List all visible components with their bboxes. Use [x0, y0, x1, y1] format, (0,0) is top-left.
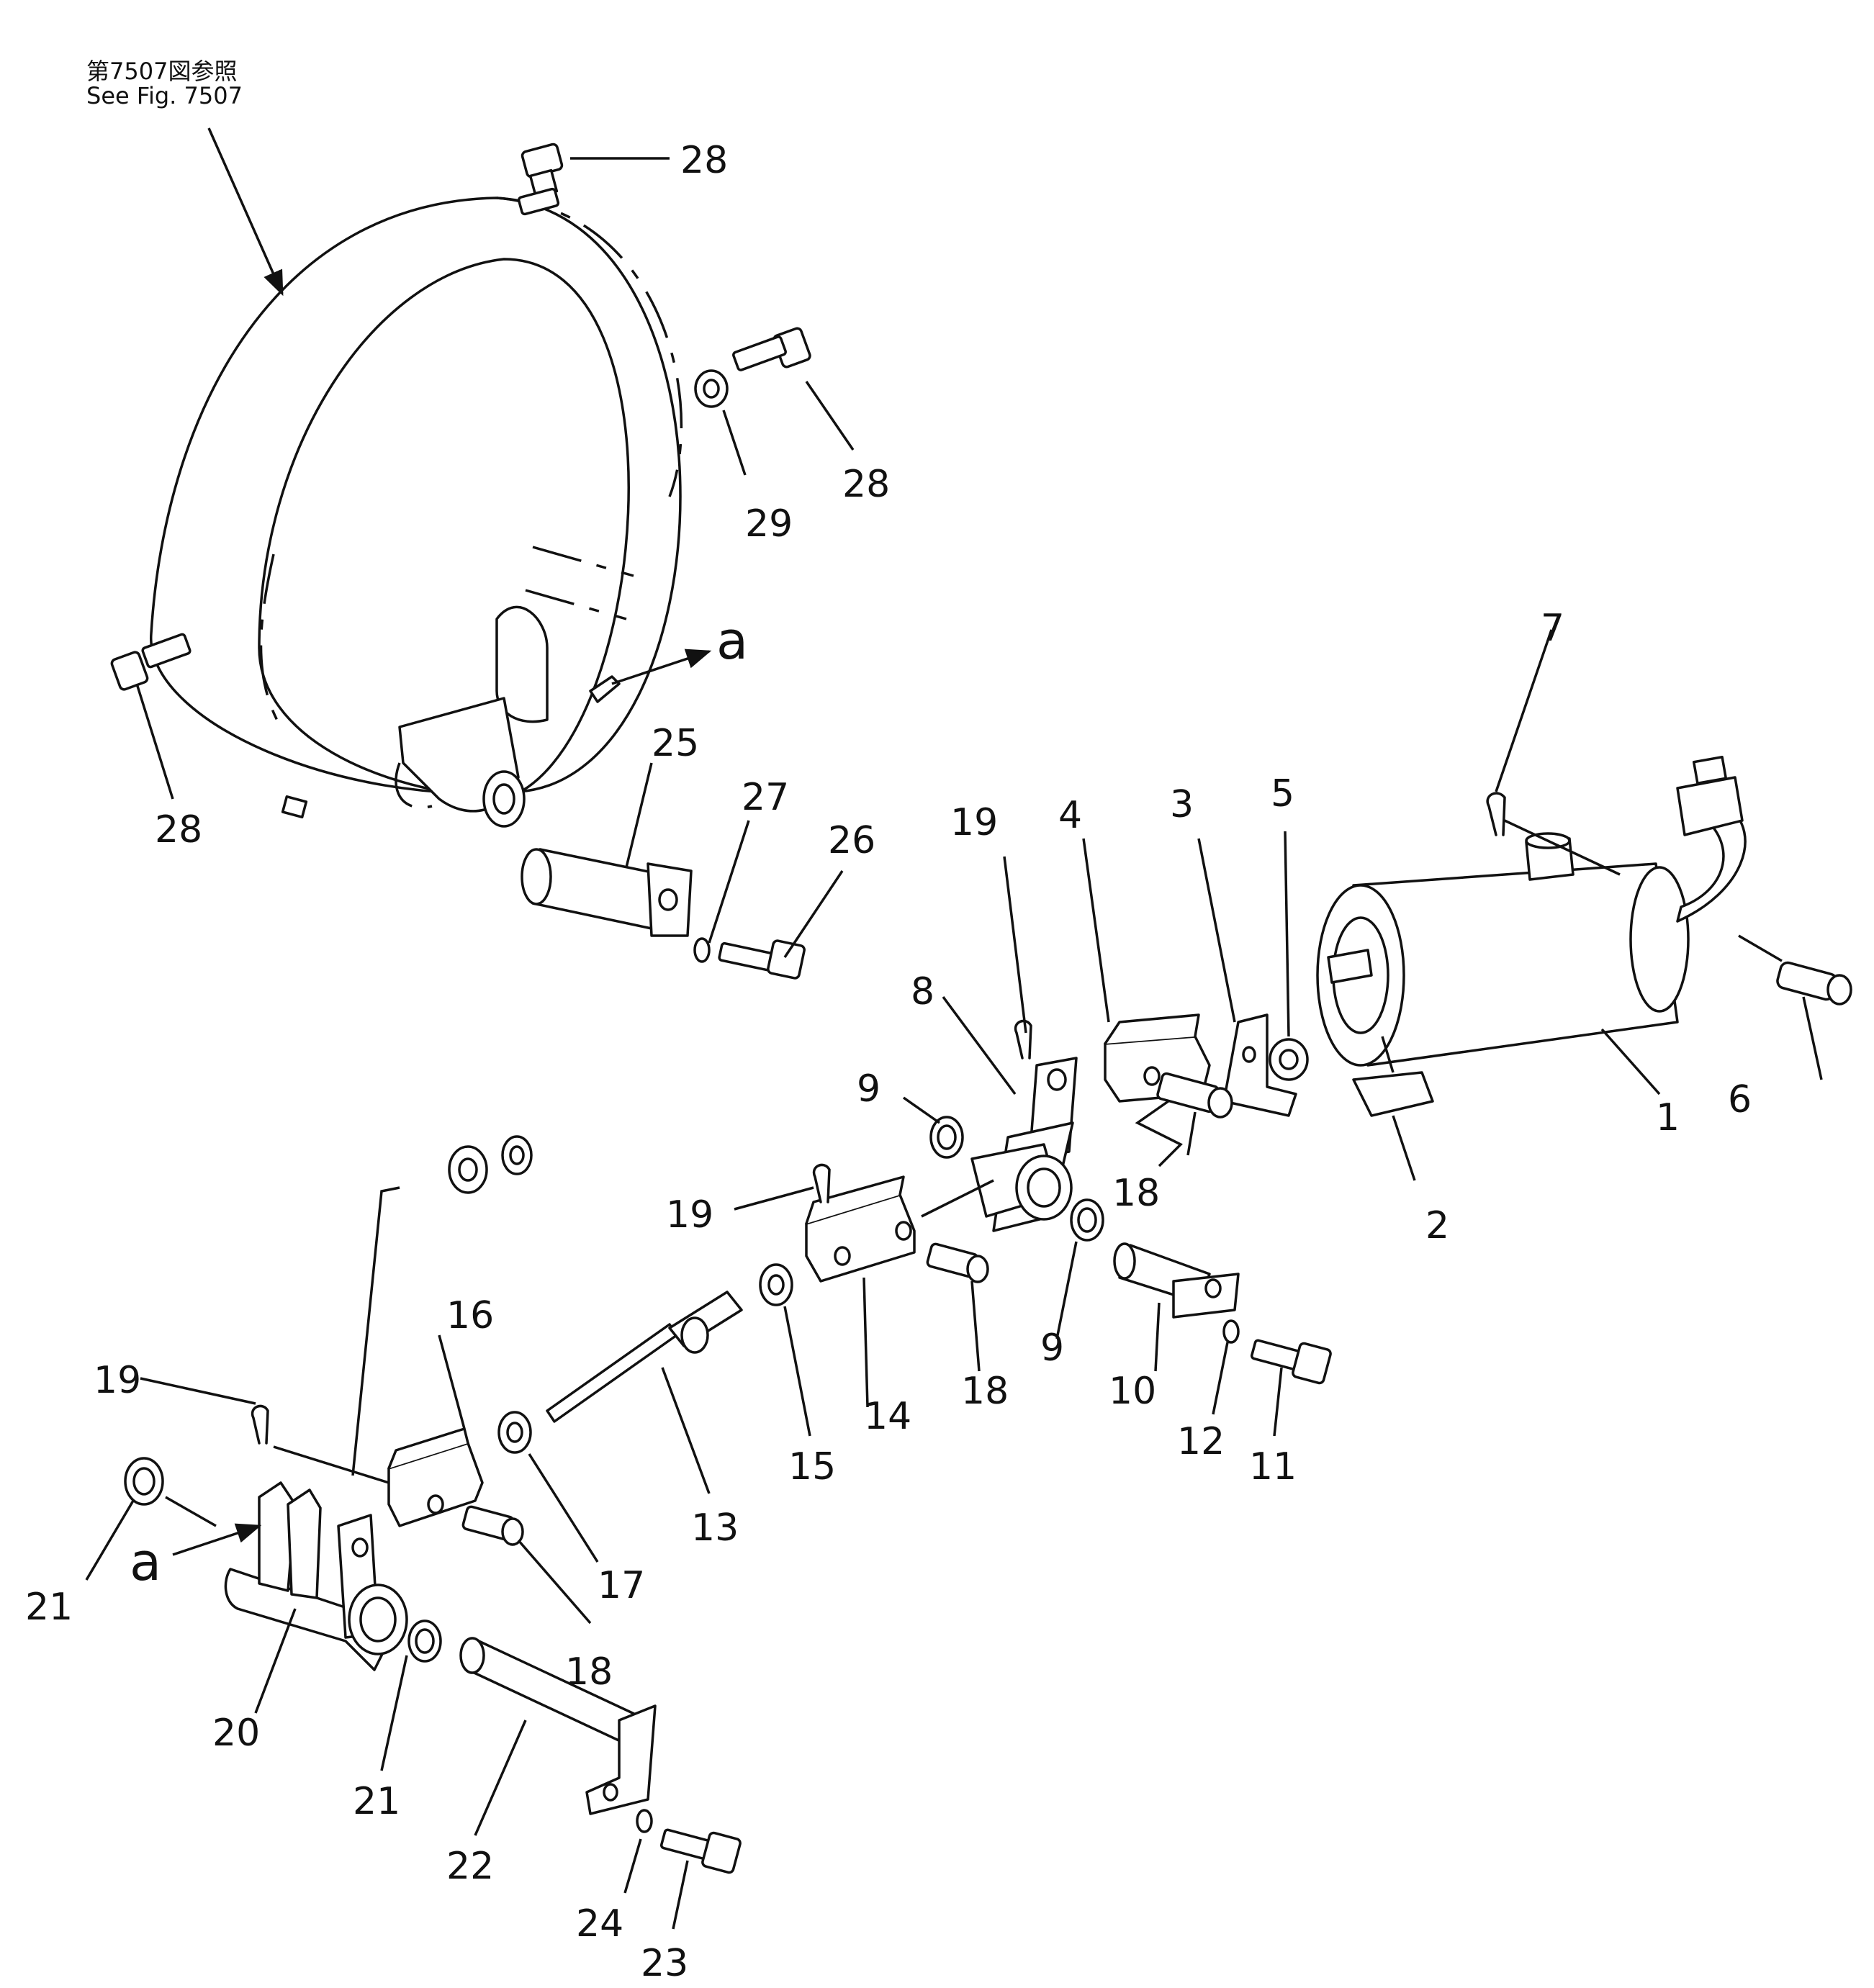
cotter-pin-19-upper [1014, 1019, 1032, 1059]
clevis-14 [805, 1175, 916, 1283]
lever-20 [224, 1481, 408, 1671]
callout-13: 13 [691, 1506, 739, 1550]
callout-21-left: 21 [25, 1586, 73, 1629]
callout-24: 24 [576, 1902, 623, 1946]
cotter-pin-19-lower [251, 1404, 269, 1445]
cotter-pin-7 [1486, 792, 1506, 836]
washer-24 [636, 1809, 653, 1833]
pin-18-upper [1156, 1072, 1233, 1119]
callout-1: 1 [1656, 1096, 1680, 1139]
callout-17: 17 [598, 1564, 645, 1607]
callout-5: 5 [1271, 772, 1294, 815]
callout-29: 29 [745, 502, 793, 546]
callout-18-middle: 18 [961, 1370, 1009, 1413]
figure-reference-note: 第7507図参照 See Fig. 7507 [86, 59, 243, 108]
callout-27: 27 [742, 776, 789, 819]
pin-25 [521, 848, 693, 937]
clevis-16 [387, 1427, 484, 1527]
figure-reference-japanese: 第7507図参照 [86, 58, 238, 85]
pin-10 [1113, 1242, 1240, 1319]
callout-19-lower: 19 [94, 1359, 141, 1402]
washer-12 [1222, 1319, 1240, 1344]
pin-6 [1776, 961, 1852, 1006]
section-marker-a-lower: a [130, 1532, 161, 1592]
bolt-28-top [517, 143, 564, 216]
callout-10: 10 [1109, 1370, 1156, 1413]
callout-20: 20 [212, 1712, 260, 1755]
leader-lines [85, 127, 1823, 1930]
callout-7: 7 [1541, 607, 1564, 650]
nut-15 [759, 1263, 793, 1306]
callout-22: 22 [446, 1845, 494, 1888]
callout-12: 12 [1177, 1420, 1225, 1463]
cylinder-1 [1316, 756, 1747, 1067]
figure-reference-english: See Fig. 7507 [86, 82, 243, 109]
callout-15: 15 [788, 1445, 836, 1488]
callout-18-upper: 18 [1112, 1172, 1160, 1215]
shim-2 [1352, 1071, 1434, 1117]
brake-band [150, 196, 683, 828]
pin-18-middle [926, 1242, 989, 1283]
pin-22 [459, 1637, 657, 1815]
callout-28-right: 28 [842, 463, 890, 506]
nut-17 [497, 1411, 532, 1454]
bushing-9-right [1070, 1198, 1104, 1242]
callout-14: 14 [864, 1395, 911, 1438]
callout-16: 16 [446, 1294, 494, 1337]
bolt-23 [659, 1828, 742, 1874]
callout-19-upper: 19 [950, 801, 998, 844]
lever-8 [970, 1057, 1078, 1232]
callout-19-middle: 19 [666, 1193, 713, 1237]
callout-25: 25 [652, 722, 699, 765]
callout-18-lower: 18 [565, 1650, 613, 1694]
bolt-28-right [732, 327, 811, 371]
bushing-21-right [407, 1619, 442, 1663]
callout-21-right: 21 [353, 1780, 400, 1823]
callout-11: 11 [1249, 1445, 1297, 1488]
bolt-11 [1250, 1339, 1332, 1385]
callout-8: 8 [911, 970, 934, 1013]
callout-28-left: 28 [155, 808, 202, 851]
bushing-21-left [124, 1457, 164, 1506]
callout-9-left: 9 [857, 1067, 880, 1111]
washer-27 [693, 937, 711, 963]
callout-2: 2 [1425, 1204, 1449, 1247]
rod-13 [546, 1291, 743, 1423]
callout-4: 4 [1058, 794, 1082, 837]
section-marker-a-upper: a [716, 610, 748, 671]
bushing-9-left [929, 1116, 964, 1159]
cotter-pin-19-middle [812, 1163, 831, 1203]
callout-28-top: 28 [680, 139, 728, 182]
nut-29 [694, 369, 729, 408]
callout-labels: 1 2 3 4 5 6 7 8 9 9 10 11 12 13 14 15 16… [25, 139, 1752, 1985]
callout-6: 6 [1728, 1078, 1752, 1121]
callout-26: 26 [828, 819, 875, 862]
nut-5 [1269, 1038, 1309, 1081]
pin-18-lower [461, 1505, 524, 1546]
bolt-26 [718, 939, 806, 980]
bolt-28-left [110, 633, 192, 691]
collar-pair [448, 1135, 533, 1194]
callout-9-right: 9 [1040, 1327, 1064, 1370]
callout-3: 3 [1170, 783, 1194, 826]
callout-23: 23 [641, 1942, 688, 1985]
